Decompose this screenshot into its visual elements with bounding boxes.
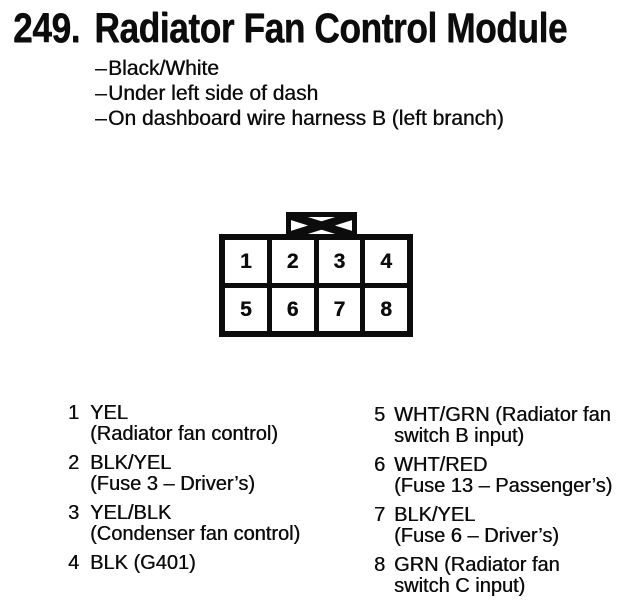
legend-item-3: 3 YEL/BLK (Condenser fan control) <box>68 503 368 545</box>
wire-function: switch C input) <box>394 575 526 597</box>
note-item: – Under left side of dash <box>95 81 504 106</box>
pin-description: YEL/BLK (Condenser fan control) <box>90 503 368 545</box>
pin-description: GRN (Radiator fan switch C input) <box>394 555 640 597</box>
dash-bullet: – <box>95 82 107 105</box>
section-number: 249. <box>13 4 80 51</box>
pin-number: 2 <box>68 452 80 474</box>
pin-description: BLK/YEL (Fuse 3 – Driver’s) <box>90 453 368 495</box>
connector-pin-grid: 1 2 3 4 5 6 7 8 <box>219 234 413 337</box>
pin-description: WHT/GRN (Radiator fan switch B input) <box>394 405 640 447</box>
wire-color: BLK (G401) <box>90 552 196 574</box>
pin-number: 8 <box>374 554 386 576</box>
legend-item-8: 8 GRN (Radiator fan switch C input) <box>374 555 640 597</box>
pin-cell-2: 2 <box>271 240 314 283</box>
pin-cell-3: 3 <box>318 240 361 283</box>
pin-number: 4 <box>68 552 80 574</box>
note-text-location: Under left side of dash <box>108 82 319 105</box>
wire-color: BLK/YEL <box>90 452 172 474</box>
dash-bullet: – <box>95 57 107 80</box>
wire-function: (Radiator fan control) <box>90 423 278 445</box>
pin-number: 3 <box>68 502 80 524</box>
wire-function: (Condenser fan control) <box>90 523 301 545</box>
wire-color: BLK/YEL <box>394 504 476 526</box>
note-text-color: Black/White <box>108 57 219 80</box>
legend-left-column: 1 YEL (Radiator fan control) 2 BLK/YEL (… <box>68 403 368 582</box>
legend-item-4: 4 BLK (G401) <box>68 553 368 574</box>
pin-description: BLK (G401) <box>90 553 368 574</box>
wire-color: WHT/GRN (Radiator fan <box>394 404 611 426</box>
legend-item-5: 5 WHT/GRN (Radiator fan switch B input) <box>374 405 640 447</box>
legend-item-2: 2 BLK/YEL (Fuse 3 – Driver’s) <box>68 453 368 495</box>
wire-color: YEL <box>90 402 128 424</box>
x-mark-icon <box>291 217 352 234</box>
pin-cell-5: 5 <box>225 288 267 331</box>
wire-function: switch B input) <box>394 425 525 447</box>
pin-description: BLK/YEL (Fuse 6 – Driver’s) <box>394 505 640 547</box>
pin-cell-1: 1 <box>225 240 267 283</box>
wire-color: GRN (Radiator fan <box>394 554 560 576</box>
pin-cell-4: 4 <box>365 240 407 283</box>
notes-list: – Black/White – Under left side of dash … <box>95 56 504 131</box>
pin-number: 1 <box>68 402 80 424</box>
pin-description: WHT/RED (Fuse 13 – Passenger’s) <box>394 455 640 497</box>
legend-right-column: 5 WHT/GRN (Radiator fan switch B input) … <box>374 405 640 602</box>
pin-number: 5 <box>374 404 386 426</box>
pin-cell-6: 6 <box>271 288 314 331</box>
wire-function: (Fuse 3 – Driver’s) <box>90 473 255 495</box>
dash-bullet: – <box>95 107 107 130</box>
connector-diagram: 1 2 3 4 5 6 7 8 <box>219 212 413 337</box>
wire-color: YEL/BLK <box>90 502 172 524</box>
wire-function: (Fuse 6 – Driver’s) <box>394 525 559 547</box>
section-title-text: Radiator Fan Control Module <box>94 4 568 51</box>
pin-number: 7 <box>374 504 386 526</box>
wire-function: (Fuse 13 – Passenger’s) <box>394 475 613 497</box>
note-item: – On dashboard wire harness B (left bran… <box>95 106 504 131</box>
pin-description: YEL (Radiator fan control) <box>90 403 368 445</box>
pin-number: 6 <box>374 454 386 476</box>
note-text-harness: On dashboard wire harness B (left branch… <box>108 107 504 130</box>
legend-item-1: 1 YEL (Radiator fan control) <box>68 403 368 445</box>
wire-color: WHT/RED <box>394 454 488 476</box>
page-title: 249. Radiator Fan Control Module <box>13 6 567 50</box>
pin-cell-8: 8 <box>365 288 407 331</box>
legend-item-6: 6 WHT/RED (Fuse 13 – Passenger’s) <box>374 455 640 497</box>
note-item: – Black/White <box>95 56 504 81</box>
pin-cell-7: 7 <box>318 288 361 331</box>
legend-item-7: 7 BLK/YEL (Fuse 6 – Driver’s) <box>374 505 640 547</box>
